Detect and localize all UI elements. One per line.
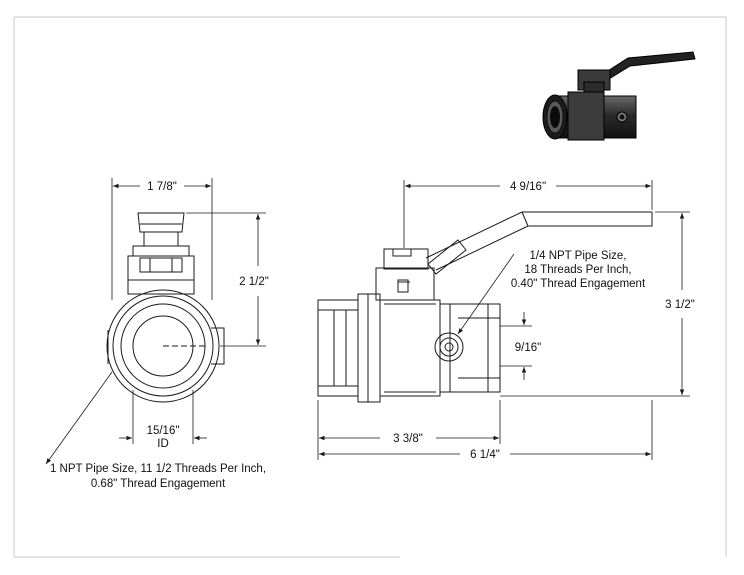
dim-overall-height-label: 3 1/2" [665, 299, 695, 311]
side-port-note-line2: 18 Threads Per Inch, [524, 264, 631, 276]
side-port-note-line3: 0.40" Thread Engagement [511, 278, 646, 290]
dim-port-offset-label: 9/16" [515, 342, 541, 354]
dim-id-value: 15/16" [147, 425, 180, 437]
side-port-leader [457, 253, 515, 335]
dim-id-label: ID [157, 438, 169, 450]
main-port-note-line1: 1 NPT Pipe Size, 11 1/2 Threads Per Inch… [50, 463, 266, 475]
end-view [106, 212, 225, 403]
main-port-leader [45, 371, 113, 465]
dim-overall-length-label: 6 1/4" [470, 449, 500, 461]
dim-overall-width-label: 4 9/16" [510, 181, 546, 193]
dim-id [119, 390, 207, 444]
main-port-note-line2: 0.68" Thread Engagement [91, 478, 226, 490]
side-view [317, 211, 653, 403]
dim-half-length-label: 3 3/8" [393, 433, 423, 445]
sheet-border [13, 16, 727, 558]
dim-overall-height [500, 211, 690, 397]
dim-end-width-label: 1 7/8" [147, 181, 177, 193]
dim-end-width [111, 178, 213, 300]
side-port-note-line1: 1/4 NPT Pipe Size, [530, 250, 627, 262]
dim-overall-width [403, 180, 653, 248]
dim-end-height-label: 2 1/2" [239, 276, 269, 288]
dim-end-height [186, 212, 266, 347]
dim-lengths [317, 400, 653, 460]
dim-port-offset [500, 312, 532, 380]
valve-3d-thumbnail [542, 51, 696, 141]
